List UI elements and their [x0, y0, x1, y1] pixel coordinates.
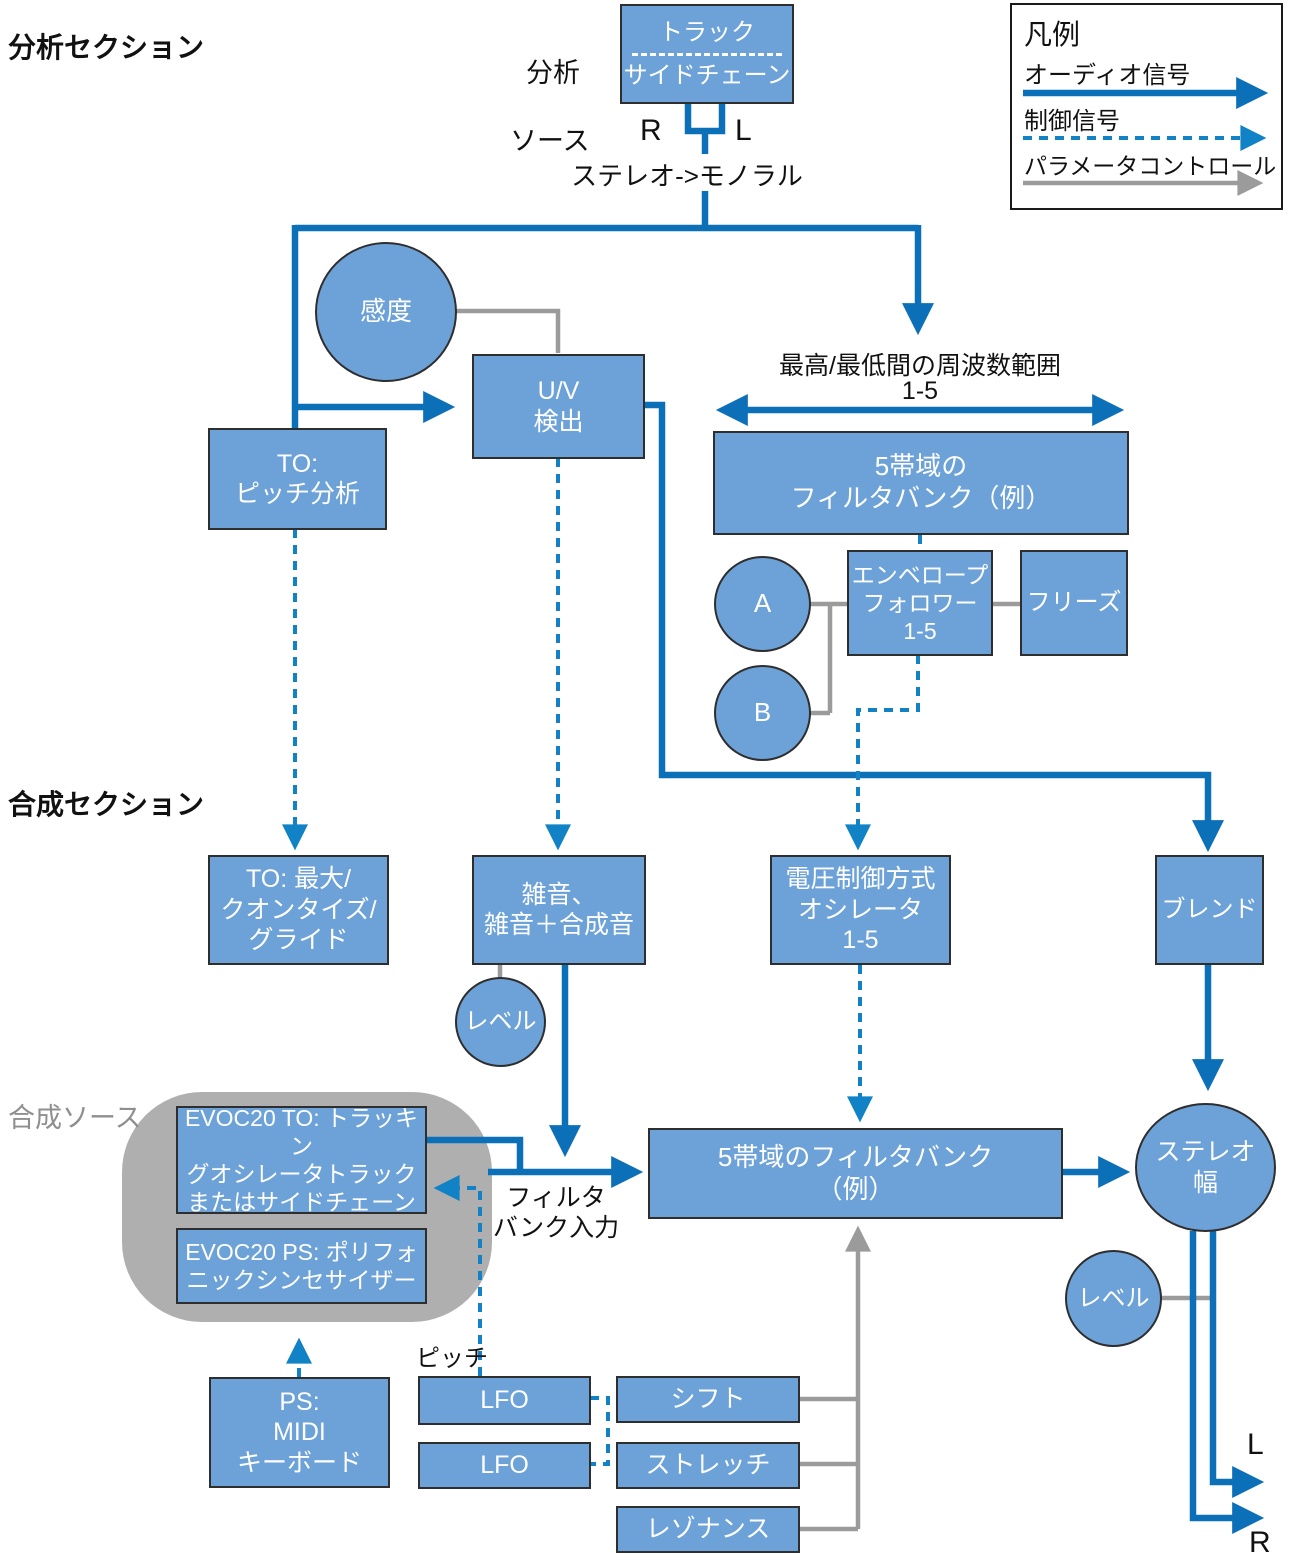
synthesis-filterbank-box: 5帯域のフィルタバンク （例）	[648, 1128, 1063, 1219]
synthesis-source-label: 合成ソース	[8, 1103, 142, 1133]
resonance-box: レゾナンス	[616, 1506, 800, 1553]
track-sidechain-divider	[632, 52, 782, 56]
freeze-box: フリーズ	[1020, 550, 1128, 656]
evoc-to-source-box: EVOC20 TO: トラッキン グオシレータトラック またはサイドチェーン	[176, 1105, 427, 1215]
evoc-ps-source-box: EVOC20 PS: ポリフォ ニックシンセサイザー	[176, 1228, 427, 1304]
legend-panel: 凡例 オーディオ信号 制御信号 パラメータコントロール	[1010, 3, 1283, 210]
output-l-label: L	[1247, 1428, 1264, 1461]
envelope-follower-box: エンベロープ フォロワー 1-5	[847, 550, 993, 656]
legend-control-label: 制御信号	[1024, 108, 1120, 135]
knob-b: B	[714, 665, 811, 761]
vco-box: 電圧制御方式 オシレータ 1-5	[770, 855, 951, 965]
stereo-width-knob: ステレオ 幅	[1135, 1103, 1276, 1232]
output-level-knob: レベル	[1065, 1250, 1162, 1347]
lfo2-box: LFO	[418, 1442, 591, 1489]
uv-detection-box: U/V 検出	[472, 354, 645, 459]
analysis-filterbank-box: 5帯域の フィルタバンク（例）	[713, 431, 1129, 535]
input-l-label: L	[735, 114, 752, 147]
frequency-range-bands-label: 1-5	[901, 377, 939, 405]
sensitivity-knob: 感度	[315, 242, 457, 382]
lfo1-box: LFO	[418, 1376, 591, 1425]
legend-title: 凡例	[1024, 19, 1081, 50]
synthesis-section-label: 合成セクション	[8, 789, 205, 820]
ps-midi-keyboard-box: PS: MIDI キーボード	[209, 1377, 390, 1488]
analysis-source-label: 分析 ソース	[510, 58, 590, 156]
legend-parameter-label: パラメータコントロール	[1024, 153, 1277, 179]
track-sidechain-box: トラック サイドチェーン	[620, 4, 794, 104]
noise-level-knob: レベル	[455, 977, 546, 1067]
analysis-section-label: 分析セクション	[8, 32, 205, 63]
filter-bank-input-label: フィルタ バンク入力	[492, 1184, 620, 1242]
to-pitch-analysis-box: TO: ピッチ分析	[208, 428, 387, 530]
shift-box: シフト	[616, 1376, 800, 1423]
input-r-label: R	[640, 114, 662, 147]
blend-box: ブレンド	[1155, 855, 1264, 965]
frequency-range-label: 最高/最低間の周波数範囲	[779, 352, 1061, 380]
noise-box: 雑音、 雑音＋合成音	[472, 855, 646, 965]
output-r-label: R	[1249, 1526, 1271, 1559]
stereo-to-mono-label: ステレオ->モノラル	[571, 161, 803, 191]
pitch-label: ピッチ	[416, 1345, 488, 1372]
knob-a: A	[714, 556, 811, 652]
to-max-quantize-glide-box: TO: 最大/ クオンタイズ/ グライド	[208, 855, 389, 965]
stretch-box: ストレッチ	[616, 1442, 800, 1489]
legend-audio-label: オーディオ信号	[1024, 62, 1191, 89]
